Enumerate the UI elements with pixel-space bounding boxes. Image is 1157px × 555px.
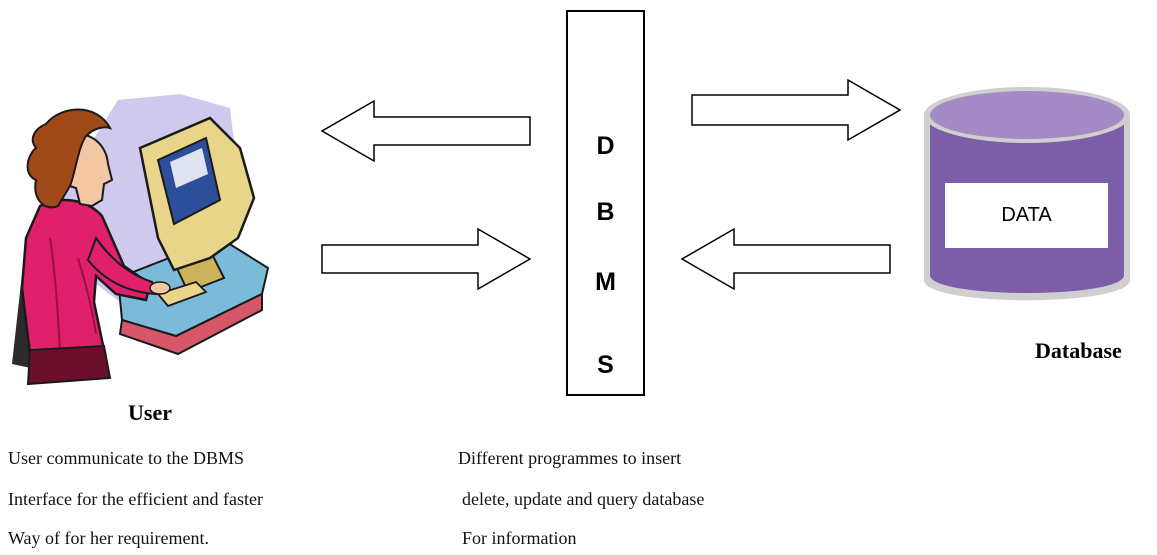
description-right-line-3: For information: [462, 528, 577, 548]
dbms-letter-m: M: [595, 268, 616, 296]
dbms-box: D B M S: [566, 10, 645, 396]
arrow-dbms-to-user: [320, 99, 531, 163]
arrow-database-to-dbms: [680, 227, 891, 291]
arrow-user-to-dbms: [321, 227, 532, 291]
dbms-letter-d: D: [596, 132, 615, 160]
user-at-computer-icon: [12, 94, 270, 386]
description-left-line-2: Interface for the efficient and faster: [8, 489, 264, 509]
dbms-letter-b: B: [596, 198, 615, 226]
data-label: DATA: [945, 183, 1108, 248]
description-left-line-3: Way of for her requirement.: [8, 528, 209, 548]
description-right-line-2: delete, update and query database: [462, 489, 705, 509]
user-caption: User: [128, 400, 172, 425]
description-left-line-1: User communicate to the DBMS: [8, 448, 244, 468]
arrow-dbms-to-database: [691, 78, 902, 142]
description-right-line-1: Different programmes to insert: [458, 448, 682, 468]
database-caption: Database: [1035, 338, 1122, 363]
dbms-letter-s: S: [597, 351, 614, 379]
